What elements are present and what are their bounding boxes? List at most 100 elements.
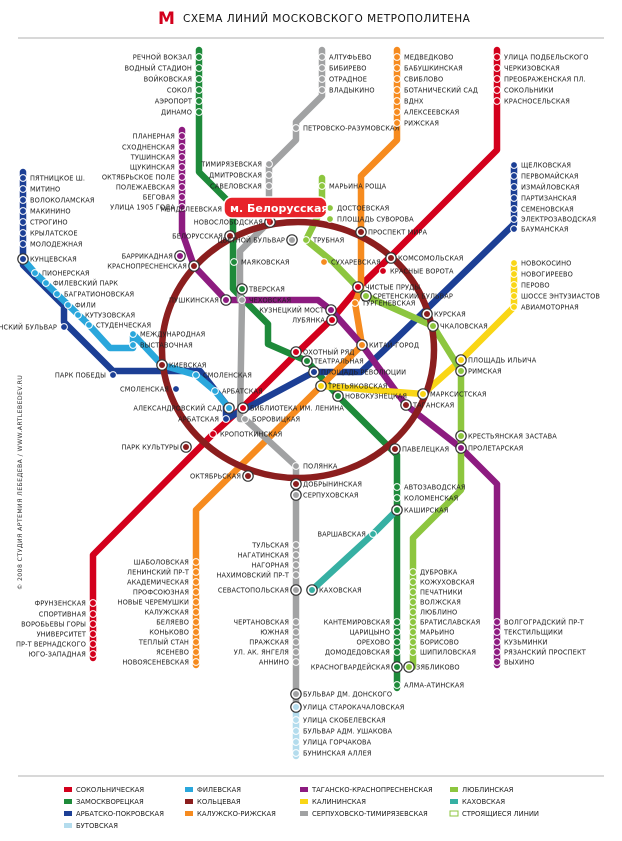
station[interactable]: ШИПИЛОВСКАЯ	[409, 648, 476, 656]
station[interactable]: ПАРК ПОБЕДЫ	[55, 371, 117, 379]
station[interactable]: ВОЙКОВСКАЯ	[144, 74, 203, 83]
station[interactable]: МЕНДЕЛЕЕВСКАЯ	[160, 205, 233, 213]
station[interactable]: МАКИНИНО	[19, 207, 71, 215]
station[interactable]: КРАСНЫЕ ВОРОТА	[379, 267, 454, 275]
station[interactable]: АВТОЗАВОДСКАЯ	[393, 483, 466, 491]
station[interactable]: ОКТЯБРЬСКОЕ ПОЛЕ	[102, 173, 186, 181]
station[interactable]: ВАРШАВСКАЯ	[318, 530, 377, 538]
station[interactable]: ФИЛЕВСКИЙ ПАРК	[42, 278, 119, 287]
station[interactable]: ИЗМАЙЛОВСКАЯ	[510, 182, 580, 191]
station[interactable]: БАБУШКИНСКАЯ	[393, 64, 463, 72]
station[interactable]: МАРЬИНО	[409, 628, 455, 636]
station[interactable]: ПР-Т ВЕРНАДСКОГО	[16, 640, 97, 648]
station[interactable]: ЮЖНАЯ	[260, 628, 300, 636]
station[interactable]: СЕРПУХОВСКАЯ	[290, 489, 359, 501]
station[interactable]: УЛИЦА 1905 ГОДА	[110, 203, 186, 211]
station[interactable]: МАЯКОВСКАЯ	[230, 258, 290, 266]
station[interactable]: КАШИРСКАЯ	[391, 504, 449, 516]
station[interactable]: КАЛУЖСКАЯ	[144, 608, 200, 616]
station[interactable]: СЕМЕНОВСКАЯ	[510, 205, 574, 213]
station[interactable]: ЧЕРКИЗОВСКАЯ	[493, 64, 560, 72]
station[interactable]: НОВОКУЗНЕЦКАЯ	[332, 390, 407, 402]
station[interactable]: ПАРТИЗАНСКАЯ	[510, 194, 577, 202]
station[interactable]: КРЫЛАТСКОЕ	[19, 229, 78, 237]
station[interactable]: КИТАЙ-ГОРОД	[356, 339, 419, 351]
station[interactable]: БАГРАТИОНОВСКАЯ	[53, 290, 135, 298]
station[interactable]: ОРЕХОВО	[357, 638, 401, 646]
station[interactable]: МОЛОДЕЖНАЯ	[19, 240, 83, 248]
station[interactable]: СХОДНЕНСКАЯ	[122, 143, 186, 151]
station[interactable]: ТРУБНАЯ	[302, 236, 345, 244]
station[interactable]: ДИНАМО	[161, 108, 203, 116]
station[interactable]: ПРОФСОЮЗНАЯ	[133, 588, 200, 596]
station[interactable]: КОМСОМОЛЬСКАЯ	[385, 252, 464, 264]
station[interactable]: ТАГАНСКАЯ	[400, 399, 455, 411]
station[interactable]: ЭЛЕКТРОЗАВОДСКАЯ	[510, 215, 597, 223]
station[interactable]: АВИАМОТОРНАЯ	[510, 303, 579, 311]
station[interactable]: КРЕСТЬЯНСКАЯ ЗАСТАВА	[455, 430, 557, 442]
station[interactable]: ЧИСТЫЕ ПРУДЫ	[352, 281, 421, 293]
station[interactable]: КУРСКАЯ	[421, 308, 466, 320]
station[interactable]: БЕЛОРУССКАЯ	[172, 230, 236, 242]
station[interactable]: ПЯТНИЦКОЕ Ш.	[19, 174, 85, 182]
station[interactable]: КРАСНОСЕЛЬСКАЯ	[493, 97, 570, 105]
station[interactable]: ПРАЖСКАЯ	[249, 638, 300, 646]
station[interactable]: СЛАВЯНСКИЙ БУЛЬВАР	[0, 322, 68, 331]
station[interactable]: БАРРИКАДНАЯ	[122, 250, 186, 262]
station[interactable]: ТЕКСТИЛЬЩИКИ	[493, 628, 563, 636]
station[interactable]: ЮГО-ЗАПАДНАЯ	[29, 650, 97, 658]
station[interactable]: БИБЛИОТЕКА ИМ. ЛЕНИНА	[237, 402, 345, 414]
station[interactable]: БАУМАНСКАЯ	[510, 225, 569, 233]
station[interactable]: ЩЕЛКОВСКАЯ	[510, 161, 572, 169]
station[interactable]: КРОПОТКИНСКАЯ	[209, 430, 283, 438]
station[interactable]: УЛ. АК. ЯНГЕЛЯ	[234, 648, 300, 656]
station[interactable]: ТУРГЕНЕВСКАЯ	[351, 299, 416, 307]
station[interactable]: СПОРТИВНАЯ	[39, 610, 97, 618]
station[interactable]: ПРЕОБРАЖЕНСКАЯ ПЛ.	[493, 75, 586, 83]
station[interactable]: РИЖСКАЯ	[393, 119, 439, 127]
station[interactable]: РИМСКАЯ	[455, 365, 502, 377]
station[interactable]: ЧКАЛОВСКАЯ	[427, 320, 488, 332]
station[interactable]: СОКОЛЬНИКИ	[493, 86, 554, 94]
station[interactable]: СМОЛЕНСКАЯ	[120, 385, 180, 393]
station[interactable]: ПЕРВОМАЙСКАЯ	[510, 171, 579, 180]
station[interactable]: НАГАТИНСКАЯ	[238, 551, 300, 559]
station[interactable]: ВОЛГОГРАДСКИЙ ПР-Т	[493, 617, 585, 626]
station[interactable]: БЕЛЯЕВО	[156, 618, 200, 626]
station[interactable]: ШОССЕ ЭНТУЗИАСТОВ	[510, 292, 601, 300]
station[interactable]: АЛЕКСАНДРОВСКИЙ САД	[133, 402, 235, 414]
station[interactable]: БРАТИСЛАВСКАЯ	[409, 618, 481, 626]
station[interactable]: АКАДЕМИЧЕСКАЯ	[127, 578, 200, 586]
station[interactable]: СМОЛЕНСКАЯ	[192, 371, 252, 379]
station[interactable]: ПУШКИНСКАЯ	[169, 294, 232, 306]
station[interactable]: КУТУЗОВСКАЯ	[74, 311, 136, 319]
station[interactable]: ПРОЛЕТАРСКАЯ	[455, 442, 524, 454]
station[interactable]: ТУШИНСКАЯ	[130, 153, 186, 161]
station[interactable]: ТУЛЬСКАЯ	[251, 541, 300, 549]
station[interactable]: КУНЦЕВСКАЯ	[17, 253, 77, 265]
station[interactable]: ПОЛЯНКА	[292, 462, 338, 470]
station[interactable]: ЧЕРТАНОВСКАЯ	[234, 618, 300, 626]
station[interactable]: ПАВЕЛЕЦКАЯ	[389, 443, 449, 455]
station[interactable]: АЛЕКСЕЕВСКАЯ	[393, 108, 460, 116]
station[interactable]: ПРОСПЕКТ МИРА	[355, 226, 428, 238]
station[interactable]: ТРЕТЬЯКОВСКАЯ	[315, 380, 388, 392]
station[interactable]: НОВОЯСЕНЕВСКАЯ	[122, 658, 200, 666]
station[interactable]: ПАРК КУЛЬТУРЫ	[121, 441, 192, 453]
station[interactable]: ОКТЯБРЬСКАЯ	[190, 470, 254, 482]
station[interactable]: СТРОГИНО	[19, 218, 68, 226]
station[interactable]: КАХОВСКАЯ	[306, 584, 362, 596]
station[interactable]: МАРЬИНА РОЩА	[318, 182, 387, 190]
station[interactable]: БОРОВИЦКАЯ	[241, 415, 301, 423]
station[interactable]: ОТРАДНОЕ	[318, 75, 367, 83]
station[interactable]: ПЕЧАТНИКИ	[409, 588, 463, 596]
station-callout[interactable]: м. Белорусская	[223, 196, 329, 226]
station[interactable]: БОТАНИЧЕСКИЙ САД	[393, 85, 478, 94]
station[interactable]: МЕЖДУНАРОДНАЯ	[129, 330, 206, 338]
station[interactable]: ПЕТРОВСКО-РАЗУМОВСКАЯ	[292, 124, 400, 132]
station[interactable]: КОЛОМЕНСКАЯ	[393, 494, 459, 502]
station[interactable]: ВЫСТАВОЧНАЯ	[129, 341, 193, 349]
station[interactable]: УЛИЦА ГОРЧАКОВА	[292, 738, 372, 746]
station[interactable]: БОРИСОВО	[409, 638, 459, 646]
station[interactable]: НОВОКОСИНО	[510, 259, 572, 267]
